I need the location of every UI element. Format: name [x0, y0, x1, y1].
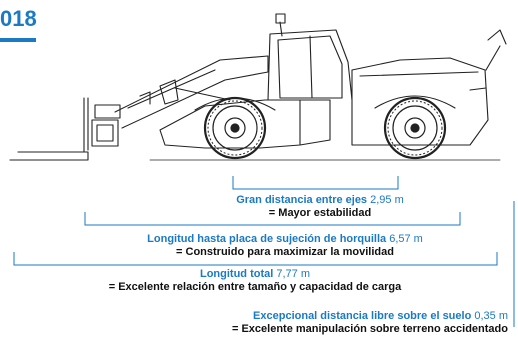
fork-length-value: 6,57 m — [389, 233, 423, 245]
boom-cylinder — [159, 79, 179, 105]
model-underline — [0, 38, 36, 42]
rear-wheel — [383, 96, 447, 160]
wheelbase-value: 2,95 m — [370, 194, 404, 206]
engine-cover — [351, 57, 489, 146]
model-number: 018 — [0, 6, 37, 31]
fork-length-bracket — [84, 212, 461, 226]
total-length-label: Longitud total — [199, 268, 274, 280]
front-wheel — [203, 96, 267, 160]
ground-clearance-dimension: Excepcional distancia libre sobre el sue… — [150, 310, 508, 336]
rear-fender — [374, 95, 456, 109]
cab — [267, 29, 353, 101]
wheelbase-bracket — [232, 176, 399, 190]
rear-hitch — [487, 29, 507, 45]
total-length-dimension: Longitud total 7,77 m = Excelente relaci… — [60, 268, 450, 294]
fork-length-dimension: Longitud hasta placa de sujeción de horq… — [105, 233, 465, 259]
fork-length-benefit: = Construido para maximizar la movilidad — [176, 246, 394, 258]
ground-clearance-label: Excepcional distancia libre sobre el sue… — [253, 310, 472, 322]
chassis — [159, 99, 331, 149]
beacon-mast — [279, 21, 283, 37]
total-length-benefit: = Excelente relación entre tamaño y capa… — [108, 281, 402, 293]
fork-length-label: Longitud hasta placa de sujeción de horq… — [147, 233, 387, 245]
wheelbase-dimension: Gran distancia entre ejes 2,95 m = Mayor… — [205, 194, 435, 220]
fork-lower — [9, 151, 89, 161]
total-length-bracket — [13, 252, 498, 266]
wheelbase-benefit: = Mayor estabilidad — [268, 207, 372, 219]
ground-clearance-value: 0,35 m — [474, 310, 508, 322]
total-length-value: 7,77 m — [276, 268, 310, 280]
wheelbase-label: Gran distancia entre ejes — [236, 194, 368, 206]
boom — [114, 55, 269, 129]
fork-carriage — [91, 119, 119, 147]
ground-clearance-benefit: = Excelente manipulación sobre terreno a… — [231, 323, 508, 335]
beacon-icon — [275, 13, 286, 24]
